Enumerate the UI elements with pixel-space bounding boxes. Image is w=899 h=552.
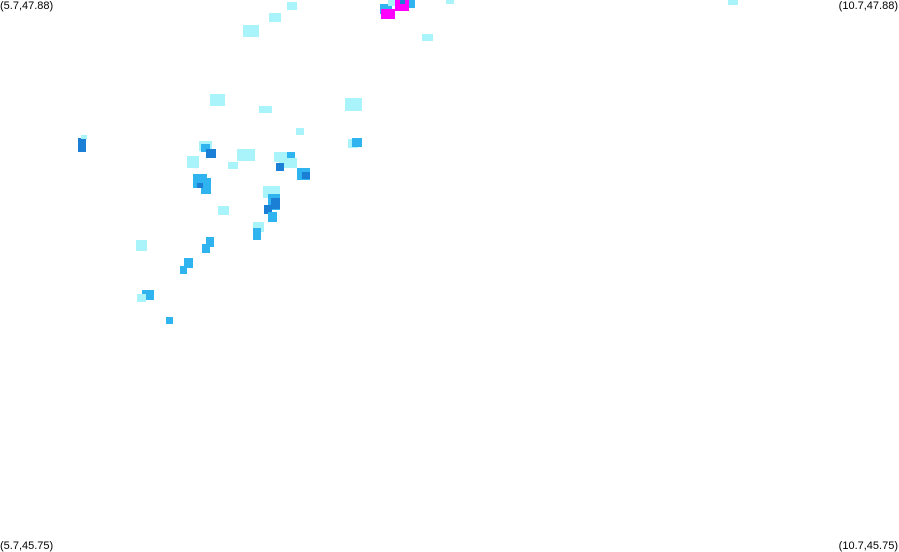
radar-cell-light	[136, 240, 147, 251]
radar-cell-light	[259, 106, 272, 113]
radar-cells	[78, 0, 738, 324]
radar-cell-light	[287, 2, 297, 10]
radar-cell-medium	[253, 228, 261, 240]
radar-cell-medium	[201, 144, 210, 152]
radar-cell-light	[279, 158, 297, 168]
radar-cell-extreme	[395, 0, 409, 11]
radar-cell-strong	[276, 163, 284, 171]
radar-cell-medium	[405, 0, 415, 8]
radar-cell-strong	[271, 198, 280, 209]
radar-cell-medium	[142, 290, 154, 300]
radar-cell-light	[187, 156, 199, 168]
corner-label-bottom-right: (10.7,45.75)	[838, 540, 898, 552]
radar-cell-medium	[201, 178, 211, 194]
radar-cell-extreme	[381, 9, 395, 19]
radar-cell-medium	[180, 266, 187, 274]
radar-cell-medium	[287, 152, 295, 160]
radar-cell-light	[274, 152, 289, 162]
corner-label-top-left: (5.7,47.88)	[0, 0, 54, 12]
radar-cell-medium	[268, 212, 277, 222]
radar-cell-light	[137, 294, 146, 302]
radar-cell-strong	[206, 149, 216, 158]
corner-label-top-right: (10.7,47.88)	[838, 0, 898, 12]
radar-cell-medium	[184, 258, 193, 268]
radar-cell-medium	[206, 237, 214, 247]
radar-cell-light	[253, 222, 264, 232]
radar-cell-medium	[352, 138, 362, 147]
radar-cell-light	[728, 0, 738, 5]
radar-cell-light	[388, 0, 396, 6]
radar-cell-light	[81, 135, 87, 139]
radar-cell-strong	[78, 138, 86, 152]
radar-cell-strong	[302, 172, 310, 179]
radar-cell-light	[422, 34, 433, 41]
radar-cell-strong	[197, 183, 203, 188]
radar-cell-light	[210, 94, 225, 106]
radar-cell-light	[237, 149, 255, 161]
radar-cell-strong	[264, 205, 272, 214]
radar-cell-light	[345, 98, 362, 111]
radar-cell-light	[296, 128, 304, 135]
radar-cell-light	[269, 13, 281, 22]
radar-cell-medium	[202, 244, 210, 253]
radar-cell-light	[243, 25, 259, 37]
radar-cell-light	[228, 162, 238, 169]
radar-cell-light	[218, 206, 229, 215]
radar-cell-medium	[166, 317, 173, 324]
corner-label-bottom-left: (5.7,45.75)	[0, 540, 54, 552]
radar-cell-strong	[400, 0, 405, 4]
radar-cell-light	[446, 0, 454, 4]
